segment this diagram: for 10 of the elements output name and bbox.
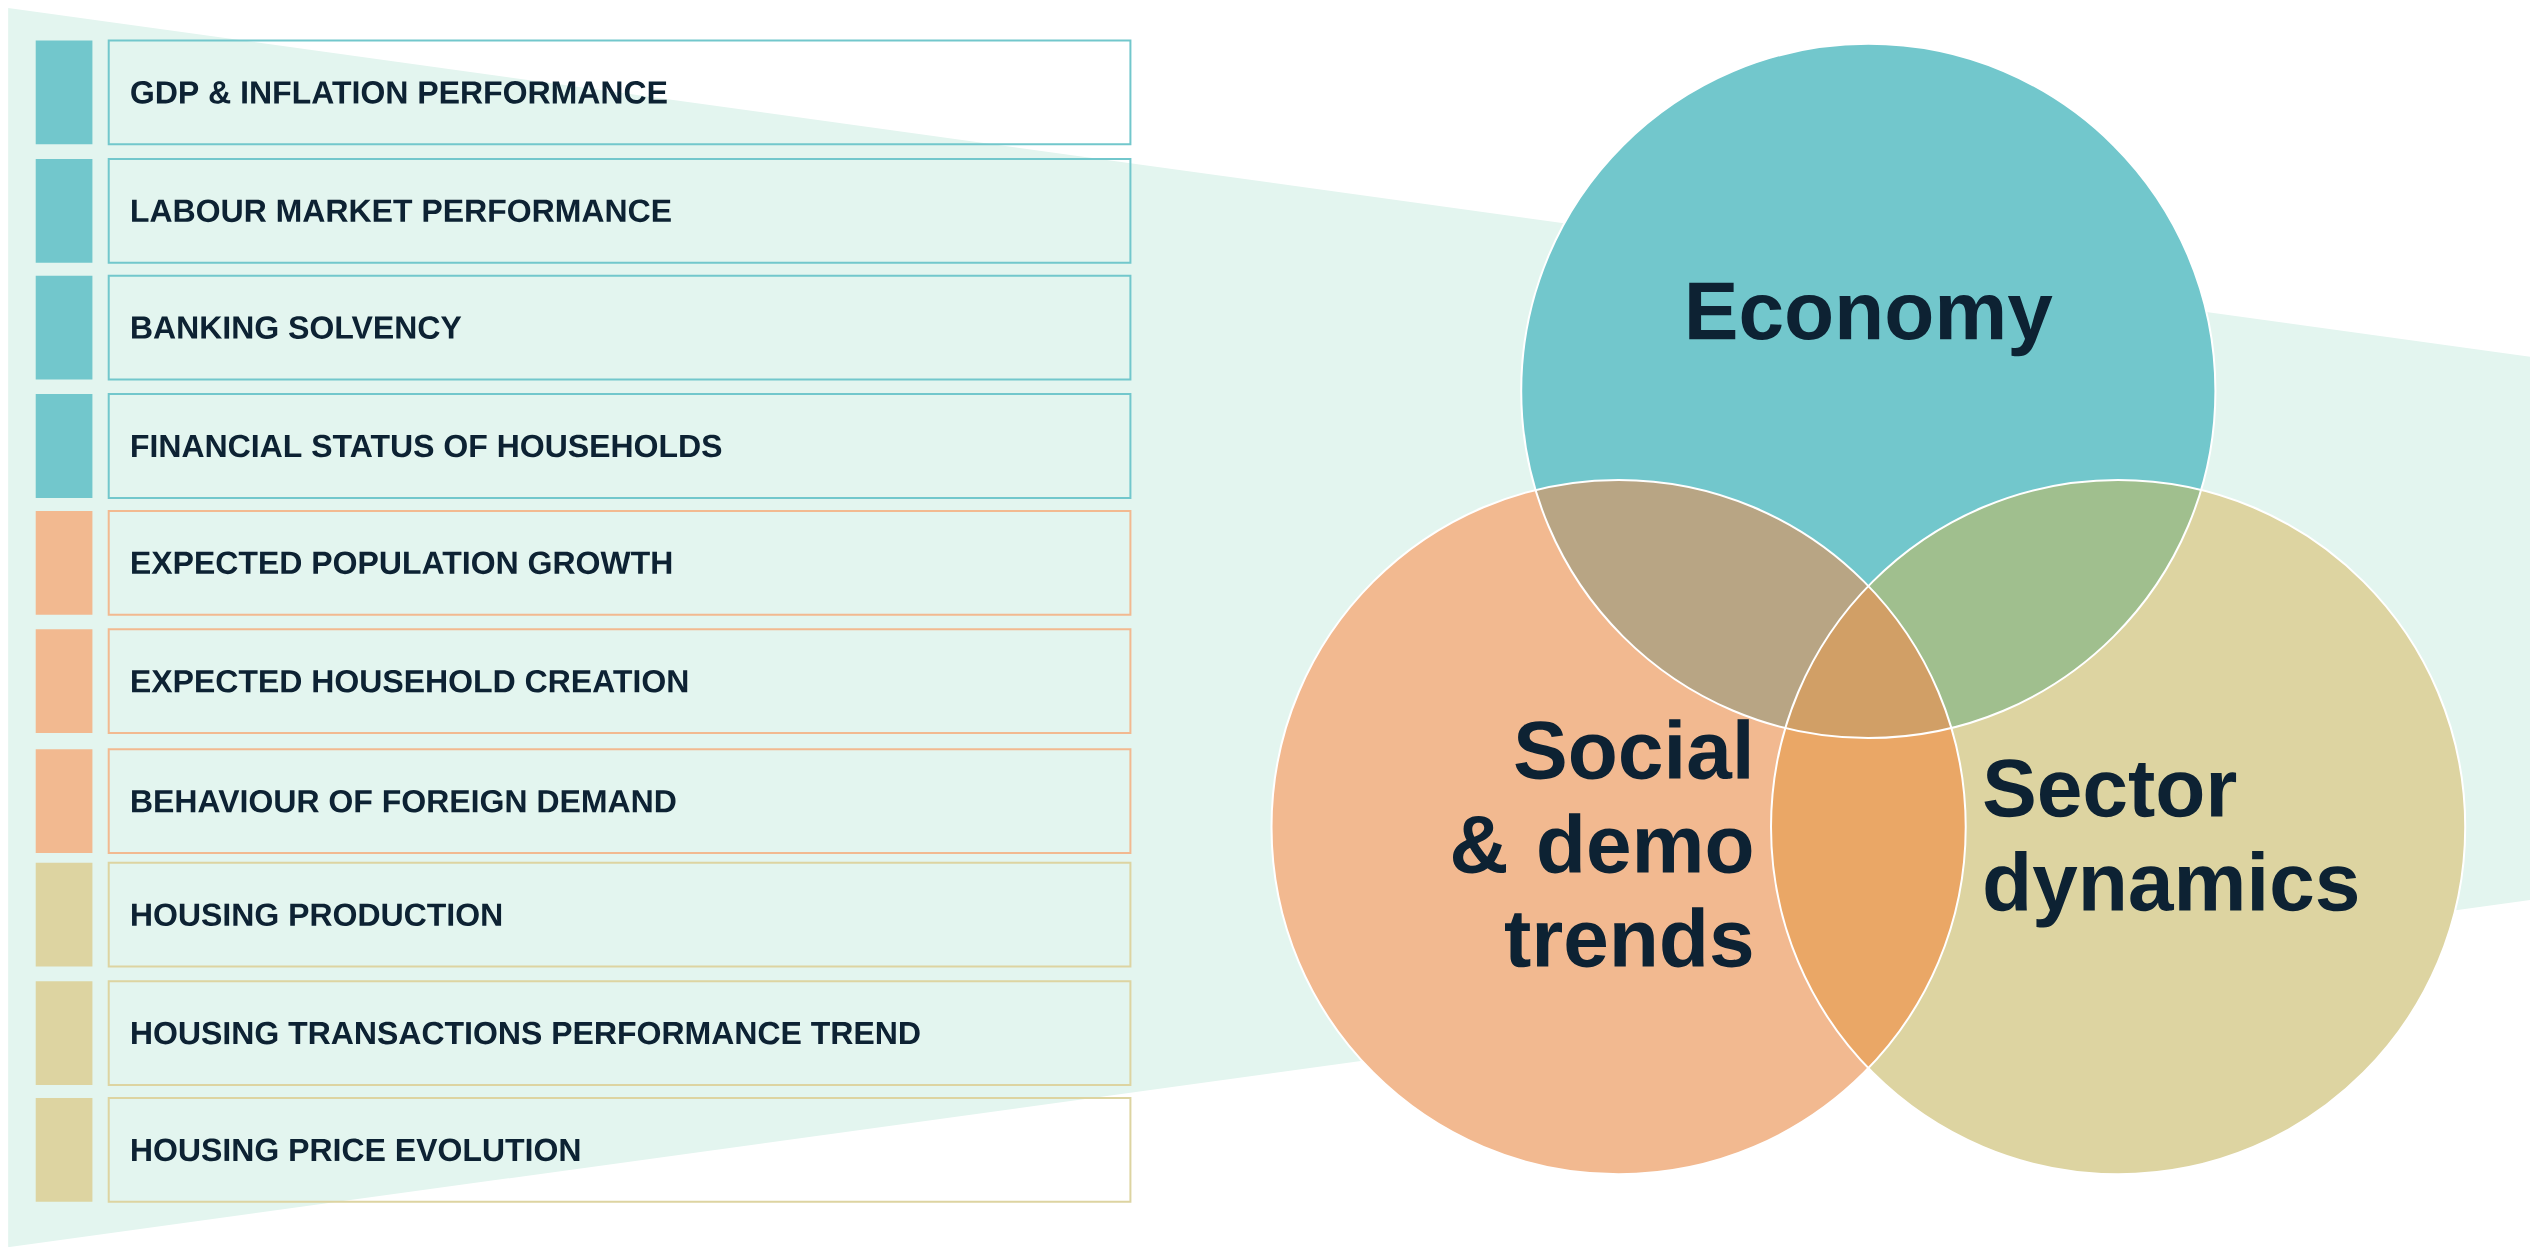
list-row: HOUSING TRANSACTIONS PERFORMANCE TREND [35,980,1132,1086]
list-row: BANKING SOLVENCY [35,274,1132,381]
list-row: EXPECTED HOUSEHOLD CREATION [35,628,1132,735]
list-row: LABOUR MARKET PERFORMANCE [35,157,1132,264]
list-row: HOUSING PRODUCTION [35,861,1132,968]
list-row: EXPECTED POPULATION GROWTH [35,509,1132,616]
list-row: FINANCIAL STATUS OF HOUSEHOLDS [35,393,1132,499]
list-row: HOUSING PRICE EVOLUTION [35,1097,1132,1203]
list-row: GDP & INFLATION PERFORMANCE [35,39,1132,146]
list-row: BEHAVIOUR OF FOREIGN DEMAND [35,748,1132,855]
